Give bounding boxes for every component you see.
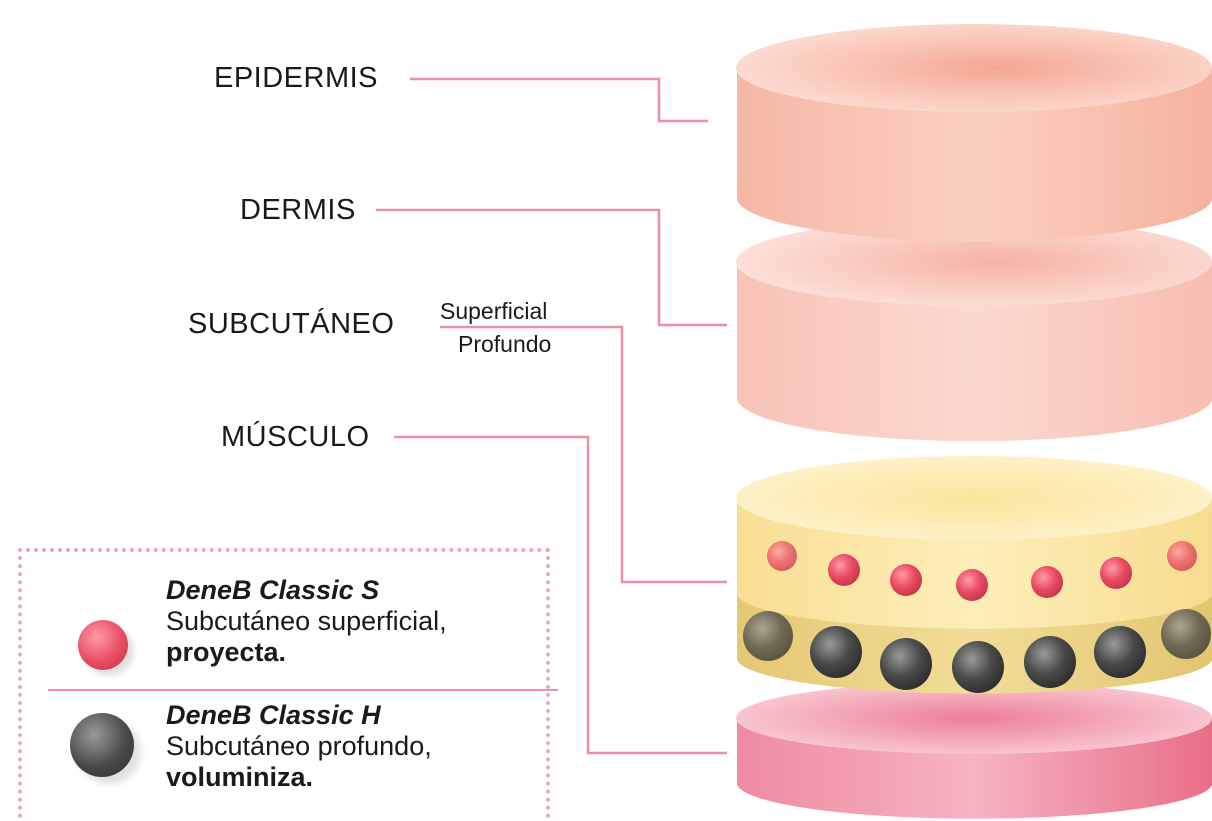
dark-sphere — [952, 641, 1004, 693]
muscle-label: MÚSCULO — [221, 423, 370, 452]
red-sphere — [1031, 566, 1063, 598]
legend-item-s: DeneB Classic S Subcutáneo superficial, … — [166, 575, 447, 668]
red-sphere-icon — [78, 620, 128, 670]
subcutaneous-label: SUBCUTÁNEO — [188, 310, 394, 339]
deep-sublabel: Profundo — [458, 333, 551, 356]
dark-sphere — [1094, 626, 1146, 678]
dark-sphere — [743, 611, 793, 661]
dark-sphere-icon — [70, 713, 134, 777]
red-sphere — [767, 541, 797, 571]
muscle-layer — [736, 682, 1212, 819]
red-sphere — [1167, 541, 1197, 571]
legend-effect-h: voluminiza. — [166, 762, 432, 793]
dark-sphere — [810, 626, 862, 678]
epidermis-label: EPIDERMIS — [214, 64, 378, 93]
legend-item-h: DeneB Classic H Subcutáneo profundo, vol… — [166, 700, 432, 793]
dark-sphere — [880, 638, 932, 690]
legend-effect-s: proyecta. — [166, 637, 447, 668]
legend-title-s: DeneB Classic S — [166, 575, 447, 606]
red-sphere — [956, 569, 988, 601]
dark-sphere — [1024, 636, 1076, 688]
legend-description-s: Subcutáneo superficial, — [166, 606, 447, 637]
dermis-label: DERMIS — [240, 196, 356, 225]
epidermis-layer — [736, 24, 1212, 241]
legend-box: DeneB Classic S Subcutáneo superficial, … — [18, 548, 550, 818]
legend-divider — [48, 689, 558, 691]
legend-title-h: DeneB Classic H — [166, 700, 432, 731]
red-sphere — [1100, 557, 1132, 589]
superficial-sublabel: Superficial — [440, 300, 547, 323]
dermis-layer — [736, 218, 1212, 441]
red-sphere — [828, 554, 860, 586]
dark-sphere — [1161, 609, 1211, 659]
legend-description-h: Subcutáneo profundo, — [166, 731, 432, 762]
red-sphere — [890, 564, 922, 596]
